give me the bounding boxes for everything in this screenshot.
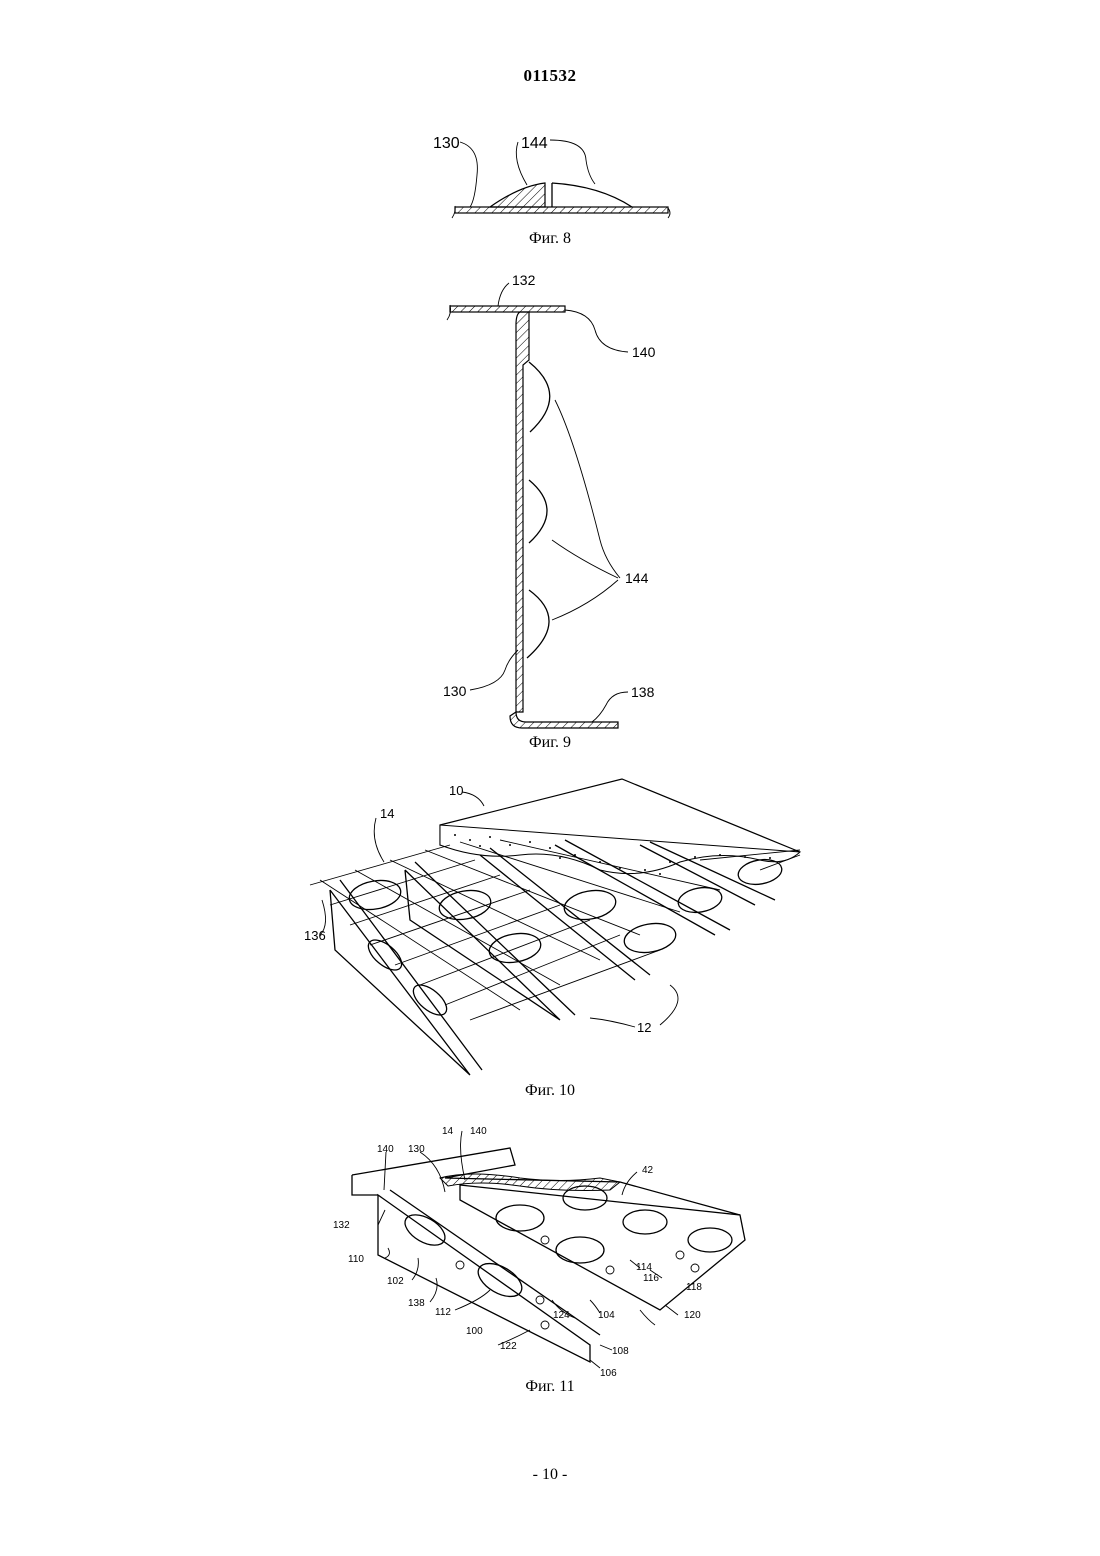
fig11-label-140: 140	[377, 1144, 394, 1155]
fig8-bump-left	[490, 183, 545, 207]
fig11-label-14: 14	[442, 1126, 454, 1137]
fig11-label-140-top: 140	[470, 1126, 487, 1137]
figure-10-caption: Фиг. 10	[0, 1082, 1100, 1100]
fig9-leader-130	[470, 650, 518, 690]
fig9-top-flange	[447, 305, 565, 320]
fig8-leader-130	[460, 142, 477, 207]
figure-9-caption: Фиг. 9	[0, 734, 1100, 752]
fig9-label-138: 138	[631, 684, 655, 700]
fig8-label-144: 144	[521, 135, 548, 152]
fig10-label-14: 14	[380, 806, 394, 821]
figure-8-caption: Фиг. 8	[0, 230, 1100, 248]
fig11-label-102: 102	[387, 1276, 404, 1287]
fig11-label-118: 118	[686, 1282, 702, 1293]
fig10-leader-14	[374, 818, 384, 862]
fig9-label-140: 140	[632, 344, 656, 360]
figure-10-drawing: 10 14 136 12	[0, 770, 1100, 1080]
fig8-leader-144b	[550, 140, 595, 184]
fig11-label-100: 100	[466, 1326, 483, 1337]
fig11-label-108: 108	[612, 1346, 629, 1357]
fig9-label-132: 132	[512, 272, 536, 288]
fig11-label-120: 120	[684, 1310, 701, 1321]
fig11-label-124: 124	[553, 1310, 570, 1321]
fig10-leader-12	[590, 985, 678, 1027]
fig11-label-114: 114	[636, 1262, 652, 1273]
fig8-bump-right	[552, 183, 632, 207]
fig10-label-136: 136	[304, 928, 326, 943]
fig9-leader-138	[592, 692, 628, 722]
fig11-label-116: 116	[643, 1273, 659, 1284]
fig11-label-122: 122	[500, 1341, 517, 1352]
figure-11-drawing: 14 140 130 140 132 42 110 102 114 116 11…	[0, 1120, 1100, 1380]
fig11-label-104: 104	[598, 1310, 615, 1321]
fig9-leader-132	[498, 283, 509, 306]
fig9-bumps	[527, 362, 550, 658]
fig11-label-110: 110	[348, 1254, 364, 1265]
figure-11-caption: Фиг. 11	[0, 1378, 1100, 1396]
page-number: - 10 -	[0, 1466, 1100, 1484]
fig9-leader-144	[552, 400, 620, 620]
fig9-leader-140	[565, 310, 628, 352]
fig10-concrete-slab	[440, 779, 800, 875]
fig11-label-130: 130	[408, 1144, 425, 1155]
fig9-web	[516, 312, 529, 712]
fig10-label-12: 12	[637, 1020, 651, 1035]
fig11-joist-back	[460, 1185, 745, 1310]
fig11-label-132: 132	[333, 1220, 350, 1231]
fig10-leader-10	[462, 792, 484, 806]
fig11-deck-plate	[352, 1148, 740, 1215]
fig9-label-144: 144	[625, 570, 649, 586]
figure-9-drawing: 132 140 144 130 138	[0, 268, 1100, 733]
fig11-leaders	[378, 1131, 678, 1368]
fig8-label-130: 130	[433, 135, 460, 152]
fig11-label-138: 138	[408, 1298, 425, 1309]
fig11-label-42: 42	[642, 1165, 654, 1176]
fig10-label-10: 10	[449, 783, 463, 798]
fig10-rebar-mesh	[310, 840, 800, 1020]
fig9-bottom-flange	[510, 712, 618, 728]
fig11-label-112: 112	[435, 1307, 451, 1318]
document-number: 011532	[0, 66, 1100, 86]
fig8-plate	[452, 206, 670, 218]
fig10-web-openings	[347, 856, 784, 1020]
fig9-label-130: 130	[443, 683, 467, 699]
fig10-joists	[330, 840, 784, 1075]
figure-8-drawing: 130 144	[0, 125, 1100, 225]
